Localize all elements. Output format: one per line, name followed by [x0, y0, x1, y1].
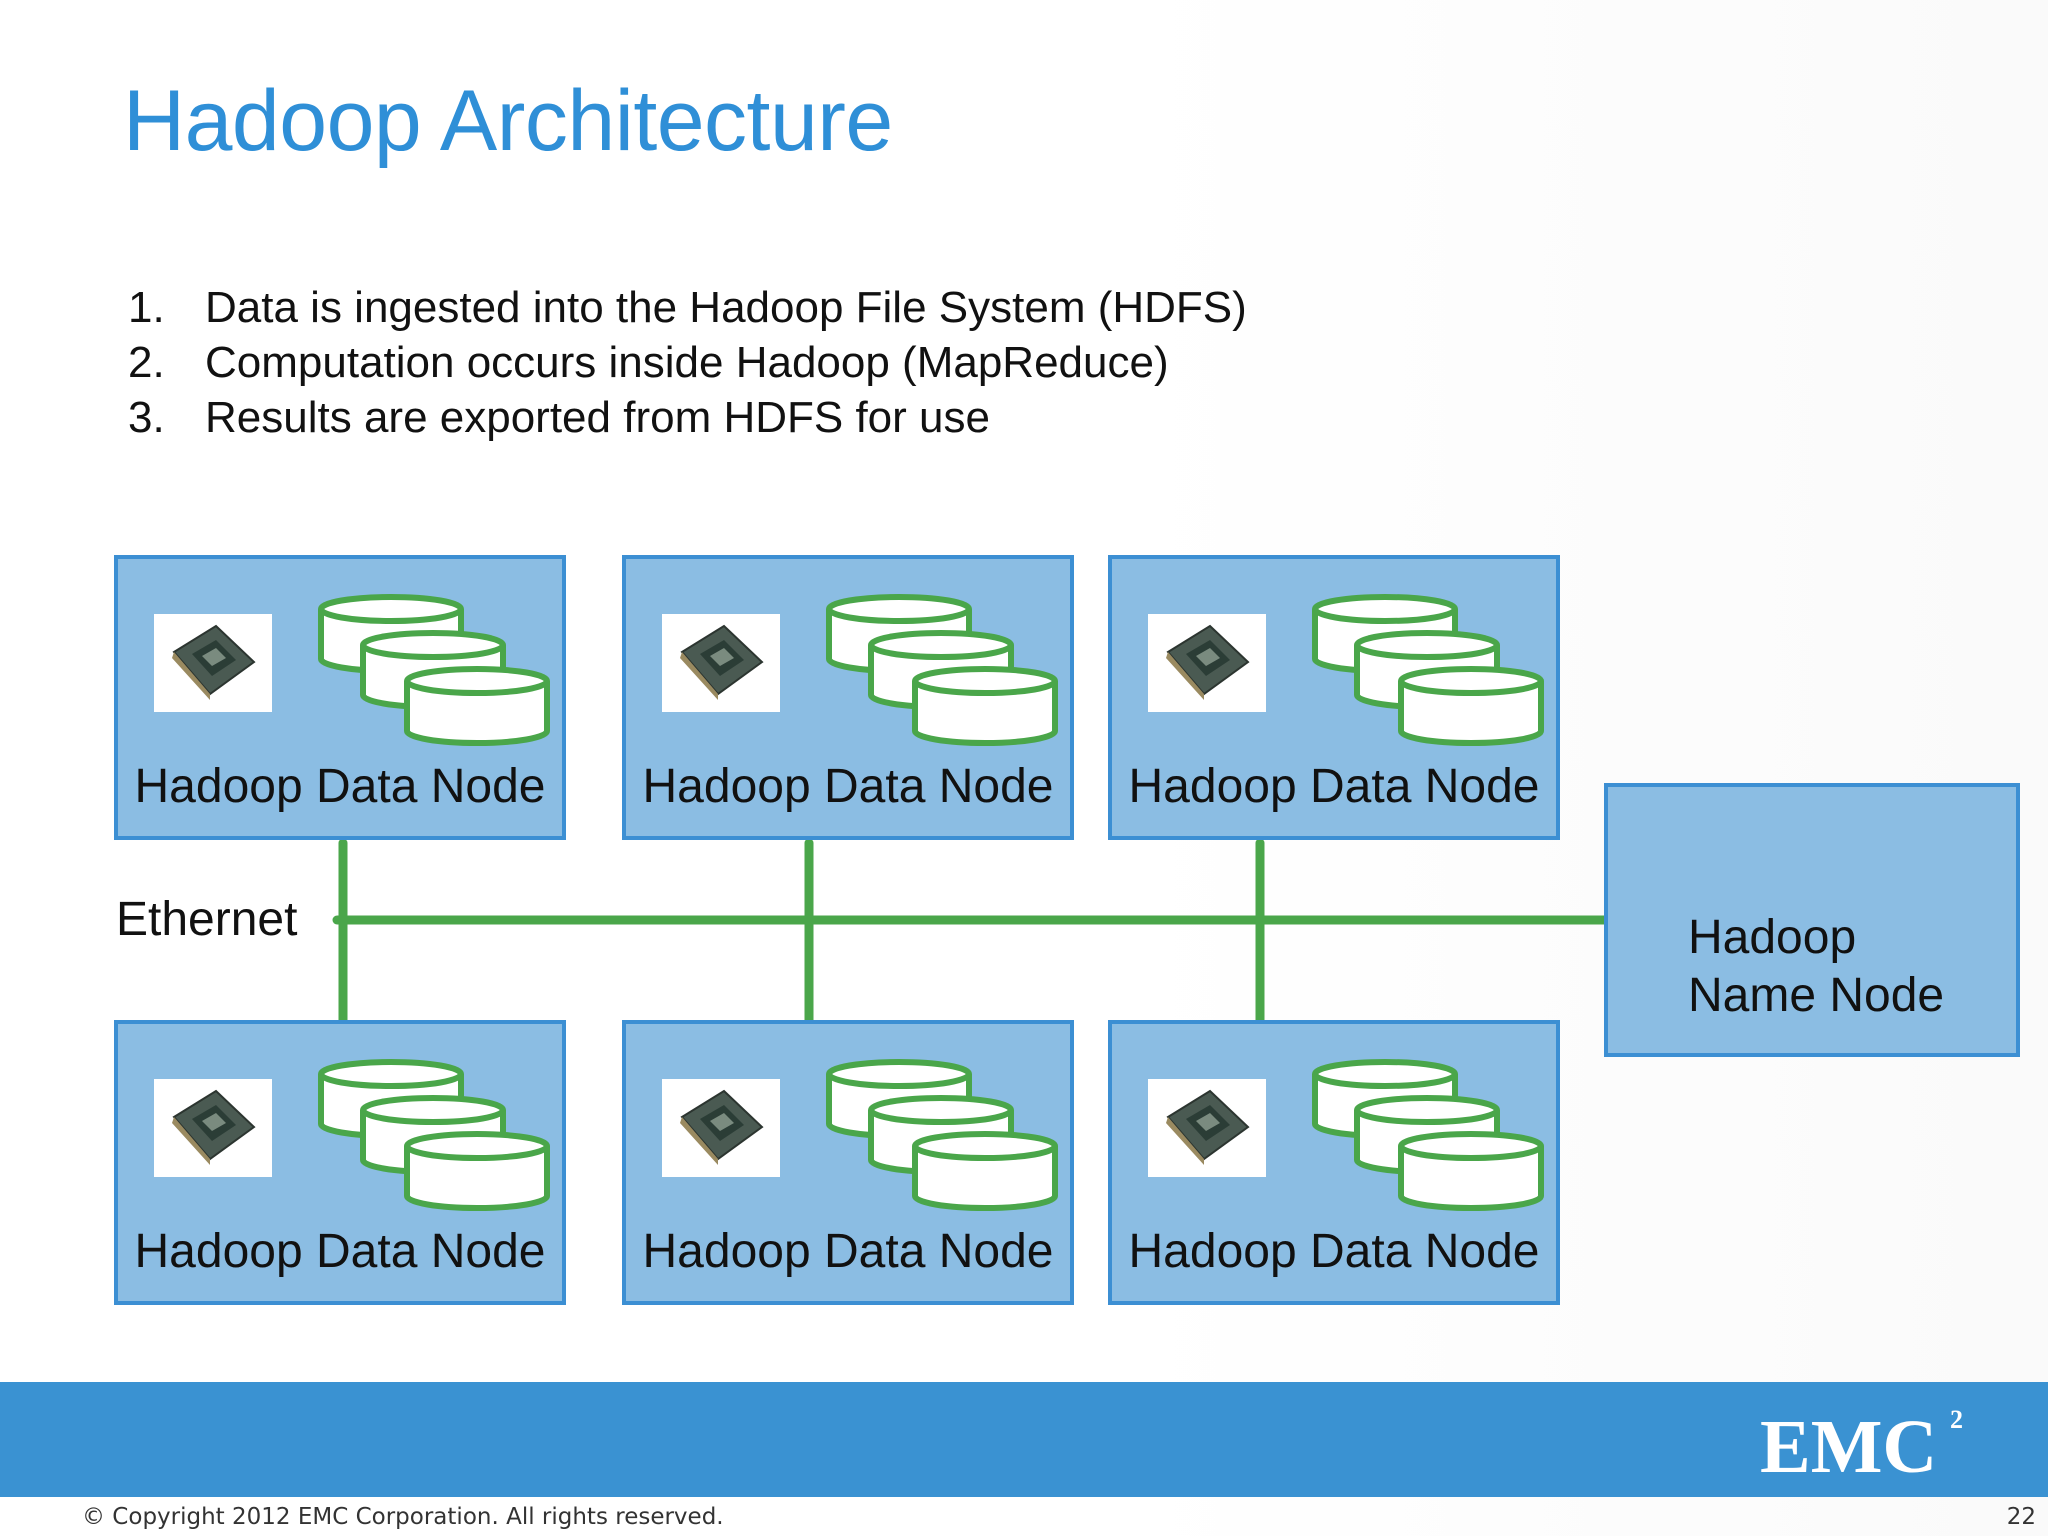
- name-node-label-line1: Hadoop: [1688, 911, 1857, 964]
- disk-stack-icon: [318, 594, 550, 746]
- step-number: 3.: [128, 393, 165, 442]
- step-item: 2. Computation occurs inside Hadoop (MapR…: [128, 335, 1247, 390]
- data-node-label: Hadoop Data Node: [1128, 760, 1540, 813]
- cpu-chip-icon: [1148, 614, 1266, 712]
- footer-bar: [0, 1382, 2048, 1497]
- name-node: Hadoop Name Node: [1604, 783, 2020, 1057]
- steps-list: 1. Data is ingested into the Hadoop File …: [128, 280, 1247, 445]
- cpu-chip-icon: [662, 614, 780, 712]
- step-number: 1.: [128, 283, 165, 332]
- disk-stack-icon: [1312, 594, 1544, 746]
- step-text: Results are exported from HDFS for use: [205, 393, 990, 442]
- step-text: Computation occurs inside Hadoop (MapRed…: [205, 338, 1169, 387]
- cpu-chip-icon: [154, 614, 272, 712]
- step-text: Data is ingested into the Hadoop File Sy…: [205, 283, 1247, 332]
- data-node: Hadoop Data Node: [114, 1020, 566, 1305]
- data-node-label: Hadoop Data Node: [642, 1225, 1054, 1278]
- slide-title: Hadoop Architecture: [123, 73, 893, 169]
- disk-stack-icon: [1312, 1059, 1544, 1211]
- cpu-chip-icon: [1148, 1079, 1266, 1177]
- data-node-label: Hadoop Data Node: [1128, 1225, 1540, 1278]
- data-node: Hadoop Data Node: [1108, 555, 1560, 840]
- data-node-label: Hadoop Data Node: [134, 760, 546, 813]
- disk-stack-icon: [318, 1059, 550, 1211]
- step-number: 2.: [128, 338, 165, 387]
- step-item: 3. Results are exported from HDFS for use: [128, 390, 1247, 445]
- name-node-label: Hadoop Name Node: [1688, 909, 1944, 1025]
- copyright-notice: © Copyright 2012 EMC Corporation. All ri…: [82, 1504, 724, 1530]
- step-item: 1. Data is ingested into the Hadoop File …: [128, 280, 1247, 335]
- logo-superscript: 2: [1950, 1405, 1963, 1434]
- cpu-chip-icon: [154, 1079, 272, 1177]
- name-node-label-line2: Name Node: [1688, 969, 1945, 1022]
- cpu-chip-icon: [662, 1079, 780, 1177]
- data-node-label: Hadoop Data Node: [642, 760, 1054, 813]
- data-node: Hadoop Data Node: [114, 555, 566, 840]
- data-node: Hadoop Data Node: [1108, 1020, 1560, 1305]
- disk-stack-icon: [826, 1059, 1058, 1211]
- logo-text: EMC: [1760, 1405, 1937, 1480]
- ethernet-label: Ethernet: [116, 893, 298, 946]
- data-node: Hadoop Data Node: [622, 555, 1074, 840]
- disk-stack-icon: [826, 594, 1058, 746]
- data-node: Hadoop Data Node: [622, 1020, 1074, 1305]
- data-node-label: Hadoop Data Node: [134, 1225, 546, 1278]
- page-number: 22: [2006, 1504, 2036, 1530]
- emc-logo: EMC 2: [1760, 1405, 1963, 1480]
